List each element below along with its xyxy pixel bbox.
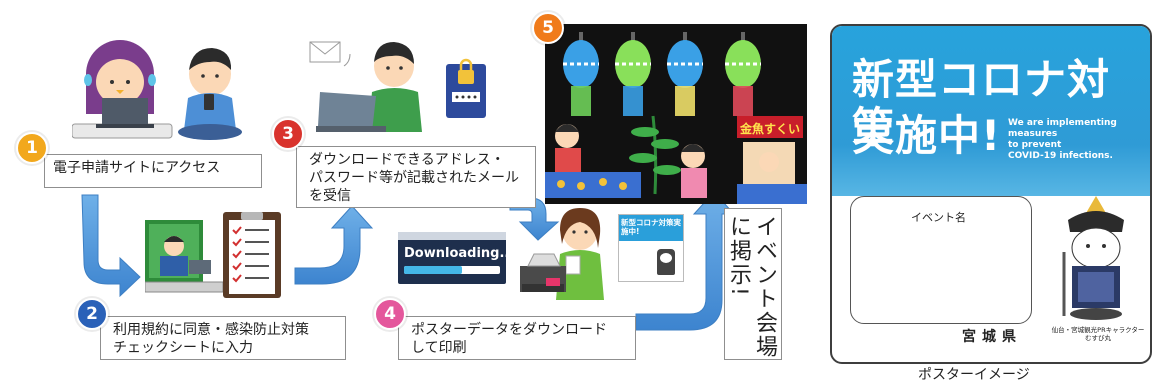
step2-box: 利用規約に同意・感染防止対策 チェックシートに入力 [100, 316, 346, 360]
poster-character-line1: 仙台・宮城観光PRキャラクター [1051, 326, 1145, 334]
kingyo-sign: 金魚すくい [740, 122, 801, 136]
step2-text-line1: 利用規約に同意・感染防止対策 [113, 322, 309, 338]
step4-text-line2: して印刷 [411, 340, 467, 356]
lanterns [563, 32, 761, 116]
step4-illustration [520, 208, 604, 300]
poster-title-line2: 実施中! [852, 111, 1002, 160]
step1-badge: 1 [16, 132, 48, 164]
step3-illustration [309, 41, 486, 132]
download-progress-track [404, 266, 500, 274]
step3-badge: 3 [272, 118, 304, 150]
step2-text-line2: チェックシートに入力 [113, 340, 253, 356]
arrow-step3-to-step4 [509, 197, 560, 241]
step1-illustration [72, 40, 242, 140]
poster-caption: ポスターイメージ [918, 367, 1030, 383]
mini-poster: 新型コロナ対策実施中! [618, 214, 684, 282]
step2-badge: 2 [76, 298, 108, 330]
poster-subtitle-line3: COVID-19 infections. [1008, 151, 1113, 161]
step1-box: 電子申請サイトにアクセス [44, 154, 262, 188]
download-window-titlebar [398, 232, 506, 240]
poster-subtitle-line1: We are implementing measures [1008, 118, 1117, 139]
download-label: Downloading... [404, 246, 515, 261]
arrow-step2-to-step3 [294, 205, 374, 285]
poster-event-box: イベント名 [850, 196, 1032, 324]
step4-text-line1: ポスターデータをダウンロード [411, 322, 607, 338]
poster-character-credit: 仙台・宮城観光PRキャラクター むすび丸 [1046, 326, 1150, 342]
step3-text-line3: を受信 [309, 188, 351, 204]
step3-text-line2: パスワード等が記載されたメール [309, 170, 519, 186]
poster-image: 新型コロナ対策 実施中! We are implementing measure… [830, 24, 1152, 364]
venue-text-col1: イベント会場 [752, 215, 777, 359]
step4-badge: 4 [374, 298, 406, 330]
poster-banner [832, 26, 1150, 196]
mini-poster-banner: 新型コロナ対策実施中! [619, 215, 683, 241]
download-progress-fill [404, 266, 462, 274]
poster-title-line1: 新型コロナ対策 [852, 55, 1111, 152]
download-window: Downloading... [398, 232, 514, 284]
poster-subtitle-line2: to prevent [1008, 140, 1062, 150]
arrow-step1-to-step2 [81, 194, 141, 298]
step3-text-line1: ダウンロードできるアドレス・ [309, 152, 505, 168]
step5-badge: 5 [532, 12, 564, 44]
poster-subtitle: We are implementing measures to prevent … [1008, 118, 1148, 162]
step1-text: 電子申請サイトにアクセス [53, 160, 221, 176]
mini-poster-face [660, 253, 672, 263]
venue-text-col2: に掲示! [726, 215, 751, 298]
poster-prefecture: 宮城県 [962, 329, 1022, 345]
step2-illustration [145, 212, 281, 298]
step5-festival-illustration [545, 24, 807, 204]
step4-box: ポスターデータをダウンロード して印刷 [398, 316, 636, 360]
venue-box: イベント会場 に掲示! [724, 208, 782, 360]
poster-character-line2: むすび丸 [1085, 334, 1111, 342]
poster-event-label: イベント名 [911, 211, 966, 224]
poster-character-icon [1062, 196, 1124, 320]
step3-box: ダウンロードできるアドレス・ パスワード等が記載されたメール を受信 [296, 146, 536, 208]
